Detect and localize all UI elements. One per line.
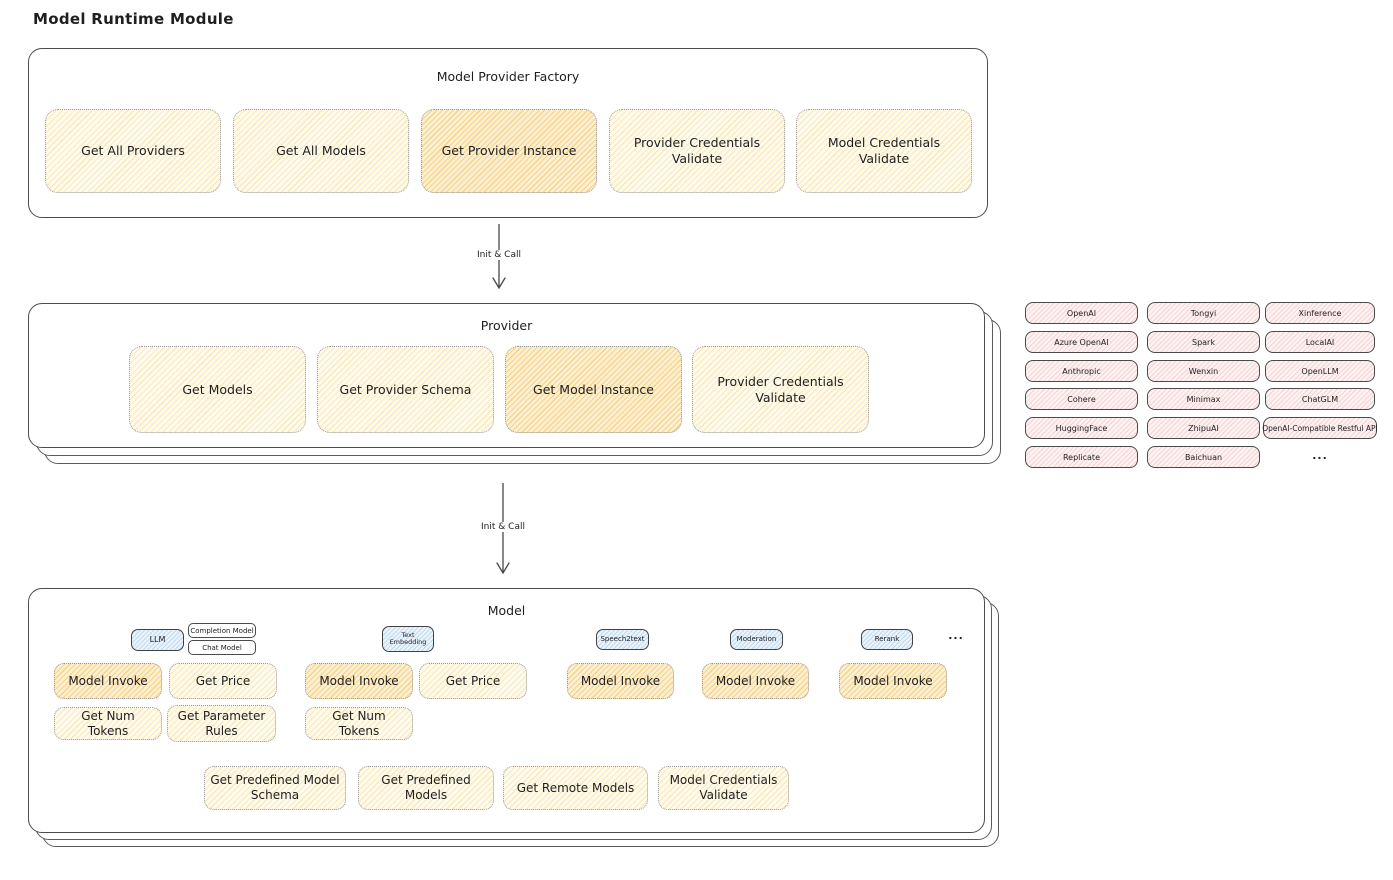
tag-rerank: Rerank [861,629,913,650]
arrow-provider-to-model [496,483,510,575]
node-model-invoke-llm: Model Invoke [54,663,162,699]
node-get-provider-schema: Get Provider Schema [317,346,494,433]
model-box: Model LLM Completion Model Chat Model Te… [28,588,985,833]
provider-title: Provider [480,318,533,333]
node-get-remote-models: Get Remote Models [503,766,648,810]
model-provider-factory-title: Model Provider Factory [436,69,580,84]
provider-chip-openai: OpenAI [1025,302,1138,324]
node-get-predefined-models: Get Predefined Models [358,766,494,810]
provider-chip-openai-compatible: OpenAI-Compatible Restful API [1262,417,1378,439]
arrow2-label: Init & Call [477,522,529,532]
tag-llm: LLM [131,629,184,651]
node-model-invoke-speech2text: Model Invoke [567,663,674,699]
node-provider-credentials-validate-factory: Provider Credentials Validate [609,109,785,193]
model-tags-more-ellipsis: ... [948,629,964,642]
tag-speech2text: Speech2text [596,629,649,650]
provider-chip-chatglm: ChatGLM [1265,388,1375,410]
provider-chip-azure-openai: Azure OpenAI [1025,331,1138,353]
node-model-invoke-rerank: Model Invoke [839,663,947,699]
provider-chip-tongyi: Tongyi [1147,302,1260,324]
node-model-invoke-text-embedding: Model Invoke [305,663,413,699]
node-get-price-text-embedding: Get Price [419,663,527,699]
provider-box: Provider Get Models Get Provider Schema … [28,303,985,448]
node-get-models: Get Models [129,346,306,433]
provider-chip-replicate: Replicate [1025,446,1138,468]
tag-text-embedding: Text Embedding [382,626,434,652]
node-get-all-providers: Get All Providers [45,109,221,193]
node-get-model-instance: Get Model Instance [505,346,682,433]
arrow-factory-to-provider [492,224,506,290]
arrow1-label: Init & Call [473,250,525,260]
provider-chip-spark: Spark [1147,331,1260,353]
node-model-credentials-validate-model: Model Credentials Validate [658,766,789,810]
provider-chip-minimax: Minimax [1147,388,1260,410]
provider-chip-xinference: Xinference [1265,302,1375,324]
node-get-num-tokens-llm: Get Num Tokens [54,707,162,740]
node-get-num-tokens-text-embedding: Get Num Tokens [305,707,413,740]
node-model-credentials-validate-factory: Model Credentials Validate [796,109,972,193]
provider-chip-openllm: OpenLLM [1265,360,1375,382]
provider-chip-huggingface: HuggingFace [1025,417,1138,439]
node-provider-credentials-validate-provider: Provider Credentials Validate [692,346,869,433]
tag-moderation: Moderation [730,629,783,650]
provider-chip-anthropic: Anthropic [1025,360,1138,382]
tag-completion-model: Completion Model [188,623,256,638]
node-get-all-models: Get All Models [233,109,409,193]
node-get-price-llm: Get Price [169,663,277,699]
providers-more-ellipsis: ... [1312,449,1328,462]
provider-chip-baichuan: Baichuan [1147,446,1260,468]
model-provider-factory-box: Model Provider Factory Get All Providers… [28,48,988,218]
node-get-predefined-model-schema: Get Predefined Model Schema [204,766,346,810]
tag-chat-model: Chat Model [188,640,256,655]
model-title: Model [487,603,526,618]
provider-chip-wenxin: Wenxin [1147,360,1260,382]
node-get-parameter-rules: Get Parameter Rules [167,705,276,742]
provider-chip-zhipuai: ZhipuAI [1147,417,1260,439]
node-model-invoke-moderation: Model Invoke [702,663,809,699]
node-get-provider-instance: Get Provider Instance [421,109,597,193]
provider-chip-localai: LocalAI [1265,331,1375,353]
provider-chip-cohere: Cohere [1025,388,1138,410]
diagram-title: Model Runtime Module [33,10,234,28]
